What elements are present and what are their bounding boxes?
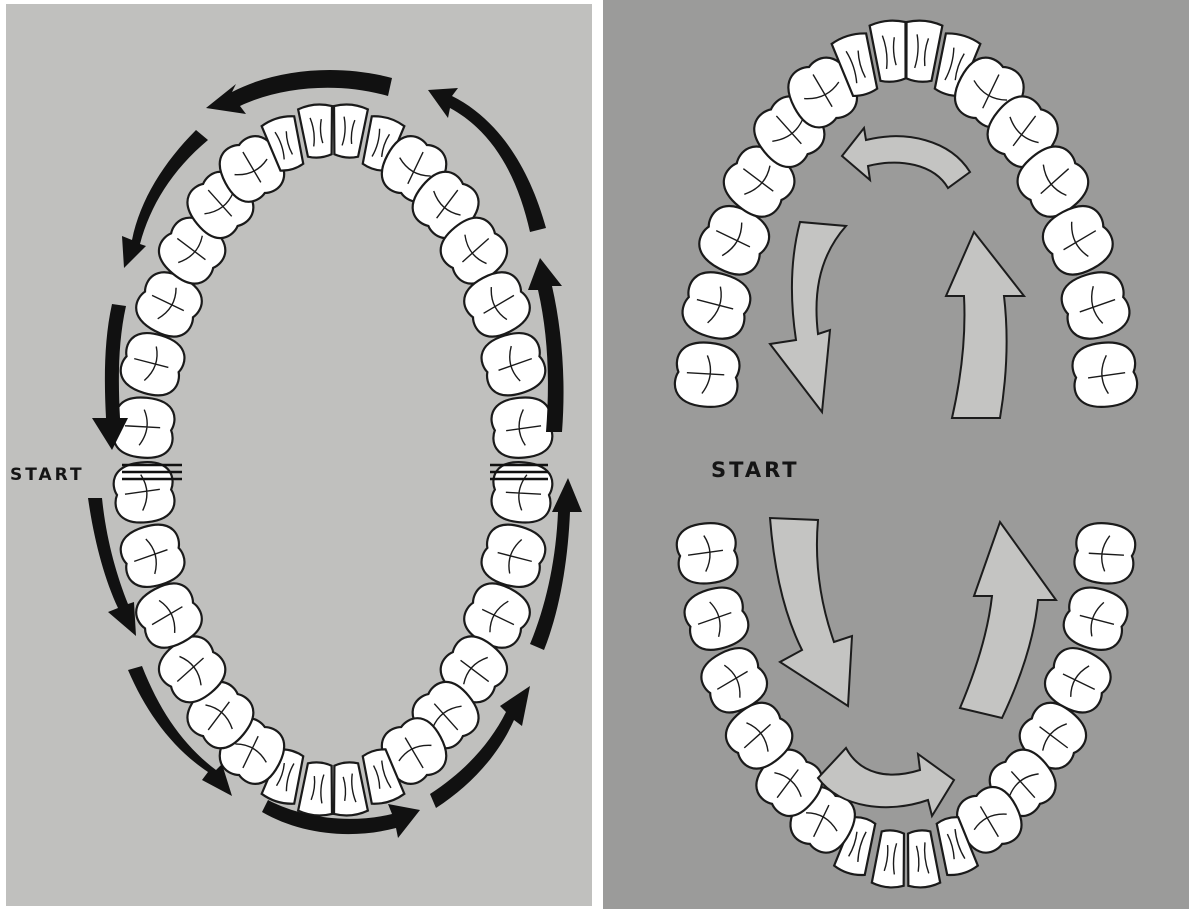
arrow-upper-right bbox=[946, 232, 1024, 418]
tooth bbox=[298, 103, 337, 159]
tooth-lower bbox=[1059, 581, 1133, 656]
tooth-upper bbox=[677, 266, 756, 345]
left-dental-arch bbox=[112, 103, 554, 817]
start-label-right: START bbox=[711, 458, 800, 482]
arrow-lower-left bbox=[770, 518, 852, 706]
tooth bbox=[329, 761, 368, 817]
tooth-upper bbox=[901, 19, 943, 83]
arrow-upper-top bbox=[842, 128, 970, 188]
tooth-lower bbox=[1073, 521, 1138, 586]
tooth-lower bbox=[903, 829, 940, 889]
tooth-upper bbox=[1056, 266, 1135, 345]
right-arrows bbox=[770, 128, 1056, 816]
tooth bbox=[490, 460, 555, 525]
tooth-upper bbox=[673, 340, 742, 410]
tooth-upper bbox=[869, 19, 911, 83]
tooth bbox=[112, 460, 177, 525]
tooth bbox=[116, 519, 190, 594]
tooth bbox=[329, 103, 368, 159]
tooth bbox=[476, 327, 550, 402]
tooth-lower bbox=[872, 829, 909, 889]
arrow-upper-left bbox=[770, 222, 846, 412]
tooth bbox=[116, 327, 190, 402]
left-start-marker bbox=[122, 465, 548, 479]
start-label-left: START bbox=[10, 465, 85, 485]
tooth bbox=[490, 395, 555, 460]
arrow-lower-right bbox=[960, 522, 1056, 718]
tooth-lower bbox=[675, 521, 740, 586]
tooth bbox=[476, 519, 550, 594]
tooth-lower bbox=[679, 581, 753, 656]
tooth-upper bbox=[1070, 340, 1139, 410]
tooth bbox=[298, 761, 337, 817]
